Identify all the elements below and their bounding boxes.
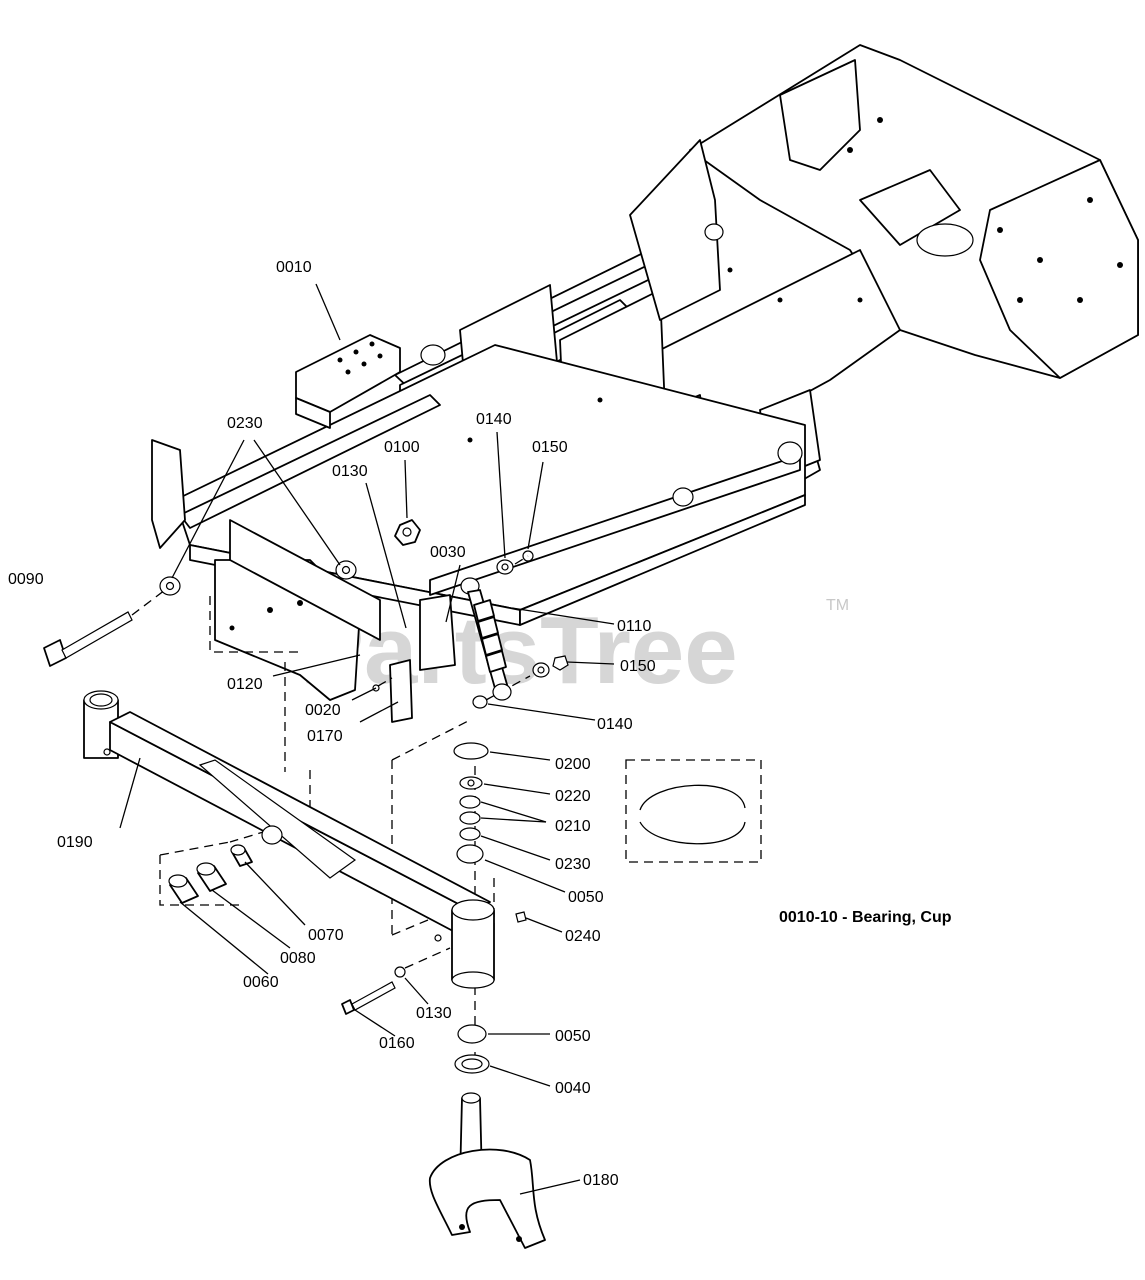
- callout-0240: 0240: [565, 928, 601, 945]
- callout-0070: 0070: [308, 927, 344, 944]
- callout-0060: 0060: [243, 974, 279, 991]
- callout-0150-top: 0150: [532, 439, 568, 456]
- callout-0020: 0020: [305, 702, 341, 719]
- callout-0030: 0030: [430, 544, 466, 561]
- leader-lines: [119, 283, 615, 1195]
- callout-0140-mid: 0140: [597, 716, 633, 733]
- bearing-cup-note: 0010-10 - Bearing, Cup: [779, 909, 952, 926]
- pivot-bushings: [168, 844, 253, 904]
- callout-0110: 0110: [617, 618, 652, 635]
- front-axle: [83, 690, 491, 942]
- callout-0200: 0200: [555, 756, 591, 773]
- seat-bracket: [295, 334, 401, 429]
- callout-0140-top: 0140: [476, 411, 512, 428]
- callout-0180: 0180: [583, 1172, 619, 1189]
- bolt-0090: [43, 576, 181, 667]
- callout-0190: 0190: [57, 834, 93, 851]
- callout-0230-mid: 0230: [555, 856, 591, 873]
- watermark-trademark: TM: [826, 597, 849, 614]
- callout-0130-low: 0130: [416, 1005, 452, 1022]
- callout-labels: 0010 0230 0100 0140 0150 0130 0030 0090 …: [8, 259, 656, 1189]
- caster-fork: [428, 1092, 546, 1249]
- callout-0090: 0090: [8, 571, 44, 588]
- callout-0230-top: 0230: [227, 415, 263, 432]
- callout-0120: 0120: [227, 676, 263, 693]
- callout-0160: 0160: [379, 1035, 415, 1052]
- chassis-frame: [151, 44, 1139, 723]
- callout-0040: 0040: [555, 1080, 591, 1097]
- lower-hardware: [341, 911, 527, 1015]
- bearing-stack: [453, 742, 490, 1074]
- callout-0220: 0220: [555, 788, 591, 805]
- callout-0010: 0010: [276, 259, 312, 276]
- callout-0100: 0100: [384, 439, 420, 456]
- bearing-cup-inset: [625, 759, 762, 863]
- shock-absorber: [460, 577, 512, 701]
- callout-0170: 0170: [307, 728, 343, 745]
- callout-0050-top: 0050: [568, 889, 604, 906]
- callout-0050-low: 0050: [555, 1028, 591, 1045]
- callout-0210: 0210: [555, 818, 591, 835]
- callout-0080: 0080: [280, 950, 316, 967]
- small-hardware: [335, 519, 569, 709]
- spindle-tube: [451, 899, 495, 989]
- callout-0150-mid: 0150: [620, 658, 656, 675]
- callout-0130-top: 0130: [332, 463, 368, 480]
